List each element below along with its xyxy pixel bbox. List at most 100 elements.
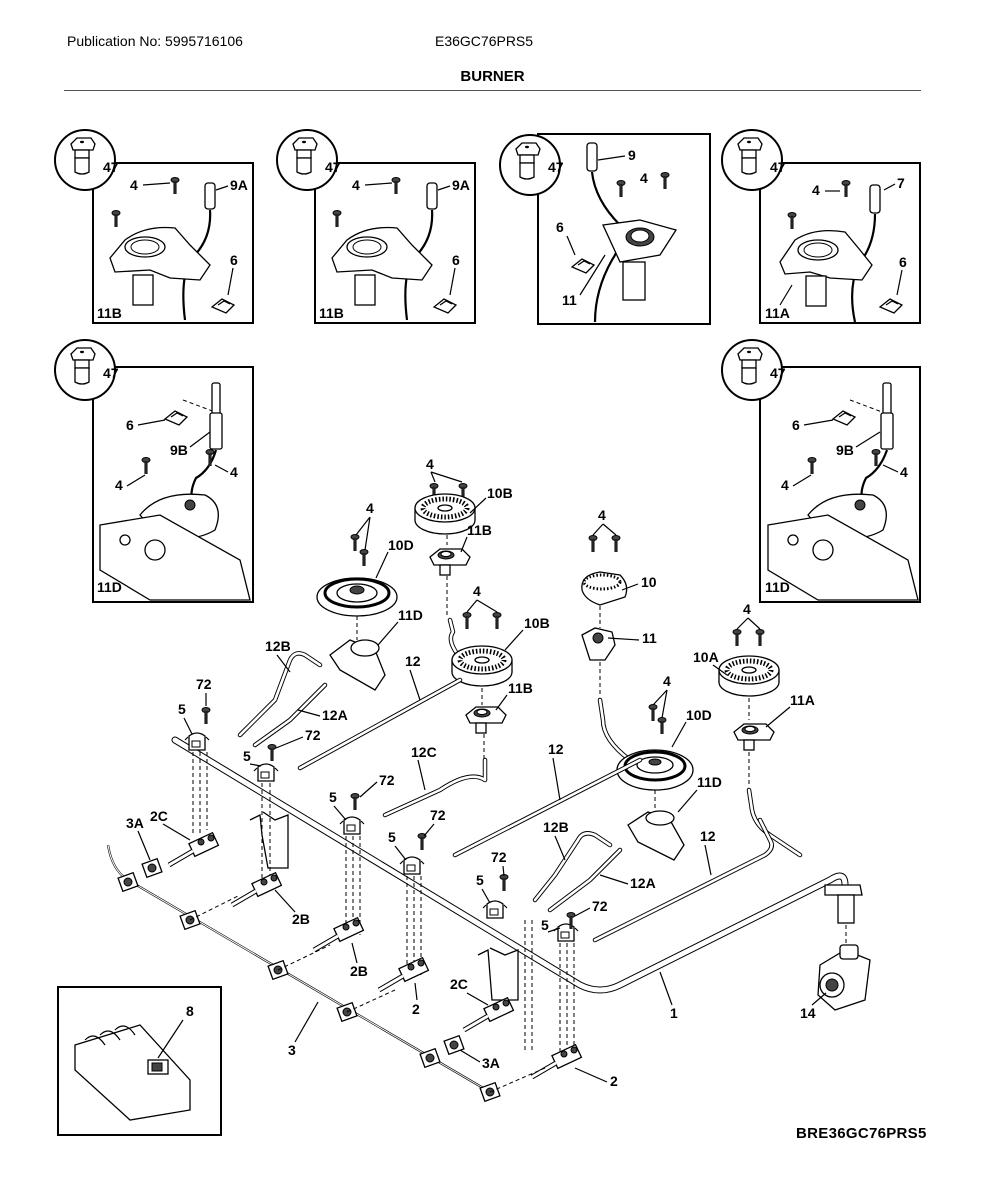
callout-3: 3 (288, 1042, 296, 1058)
callout-4: 4 (663, 673, 671, 689)
callout-4: 4 (352, 177, 360, 193)
callout-47: 47 (770, 159, 786, 175)
callout-1: 1 (670, 1005, 678, 1021)
callout-4: 4 (640, 170, 648, 186)
callout-4: 4 (900, 464, 908, 480)
callout-5: 5 (541, 917, 549, 933)
inset-burner-11b-left: 47 4 9A 6 11B (54, 129, 254, 324)
callout-10d: 10D (388, 537, 414, 553)
inset-burner-11d-left: 47 6 9B 4 4 11D (54, 339, 254, 603)
callout-5: 5 (178, 701, 186, 717)
burner-10b-top-group: 4 10B 11B (415, 456, 513, 615)
callout-12b: 12B (543, 819, 569, 835)
callout-11d: 11D (398, 607, 423, 623)
callout-47: 47 (103, 365, 119, 381)
callout-10: 10 (641, 574, 657, 590)
callout-72: 72 (305, 727, 321, 743)
callout-11b: 11B (319, 305, 344, 321)
callout-4: 4 (812, 182, 820, 198)
manifold-pipe: 1 (171, 736, 863, 1021)
callout-7: 7 (897, 175, 905, 191)
callout-72: 72 (491, 849, 507, 865)
callout-6: 6 (556, 219, 564, 235)
callout-11a: 11A (790, 692, 815, 708)
callout-10b: 10B (487, 485, 513, 501)
callout-2b: 2B (292, 911, 310, 927)
callout-72: 72 (379, 772, 395, 788)
inset-burner-11b-mid: 47 4 9A 6 11B (276, 129, 476, 324)
callout-4: 4 (473, 583, 481, 599)
callout-72: 72 (196, 676, 212, 692)
inset-spark-module: 8 (57, 986, 222, 1136)
mounting-bracket (249, 811, 289, 869)
callout-4: 4 (230, 464, 238, 480)
callout-12a: 12A (630, 875, 656, 891)
callout-9b: 9B (836, 442, 854, 458)
callout-9a: 9A (452, 177, 470, 193)
burner-10d-left-group: 4 10D 11D (316, 500, 423, 691)
mounting-bracket (477, 947, 519, 1001)
callout-5: 5 (388, 829, 396, 845)
callout-9: 9 (628, 147, 636, 163)
callout-4: 4 (781, 477, 789, 493)
callout-4: 4 (743, 601, 751, 617)
callout-47: 47 (548, 159, 564, 175)
callout-5: 5 (243, 748, 251, 764)
callout-5: 5 (476, 872, 484, 888)
model-number: E36GC76PRS5 (435, 33, 534, 49)
callout-11d: 11D (697, 774, 722, 790)
callout-3a: 3A (126, 815, 144, 831)
burner-10-group: 4 10 11 (581, 507, 663, 773)
inset-burner-11d-right: 47 6 9B 4 4 11D (721, 339, 921, 603)
callout-12: 12 (700, 828, 716, 844)
header-divider (64, 90, 921, 91)
callout-5: 5 (329, 789, 337, 805)
callout-47: 47 (325, 159, 341, 175)
callout-2b: 2B (350, 963, 368, 979)
callout-2: 2 (610, 1073, 618, 1089)
callout-2: 2 (412, 1001, 420, 1017)
inset-burner-11: 47 9 4 6 11 (499, 133, 711, 325)
callout-10a: 10A (693, 649, 719, 665)
callout-11d: 11D (765, 579, 790, 595)
callout-8: 8 (186, 1003, 194, 1019)
callout-12c: 12C (411, 744, 437, 760)
publication-number: Publication No: 5995716106 (67, 33, 243, 49)
callout-9b: 9B (170, 442, 188, 458)
callout-12a: 12A (322, 707, 348, 723)
callout-3a: 3A (482, 1055, 500, 1071)
callout-11b: 11B (467, 522, 492, 538)
burner-10b-mid-group: 4 10B 11B (447, 583, 550, 765)
callout-6: 6 (792, 417, 800, 433)
callout-12: 12 (405, 653, 421, 669)
section-title: BURNER (460, 68, 525, 85)
burner-10d-right-group: 4 10D 11D (616, 673, 722, 861)
callout-4: 4 (426, 456, 434, 472)
callout-12b: 12B (265, 638, 291, 654)
valves: 2C 2B 2B 2 2C 2 (150, 808, 618, 1089)
callout-6: 6 (899, 254, 907, 270)
callout-6: 6 (230, 252, 238, 268)
callout-10b: 10B (524, 615, 550, 631)
callout-4: 4 (130, 177, 138, 193)
callout-9a: 9A (230, 177, 248, 193)
callout-72: 72 (430, 807, 446, 823)
inset-burner-11a: 47 4 7 6 11A (721, 129, 921, 324)
callout-6: 6 (126, 417, 134, 433)
callout-11a: 11A (765, 305, 790, 321)
callout-11: 11 (642, 630, 657, 646)
callout-11b: 11B (97, 305, 122, 321)
callout-11: 11 (562, 292, 577, 308)
callout-10d: 10D (686, 707, 712, 723)
igniter-harness: 3 3A 3A (106, 815, 546, 1102)
gas-tubes: 12B 12A 12 12C 12 12B 12A 12 (237, 638, 774, 943)
callout-4: 4 (598, 507, 606, 523)
clamps-and-screws: 5 72 5 72 5 72 5 72 5 72 5 (178, 676, 608, 1060)
callout-47: 47 (770, 365, 786, 381)
callout-12: 12 (548, 741, 564, 757)
callout-4: 4 (366, 500, 374, 516)
callout-47: 47 (103, 159, 119, 175)
callout-6: 6 (452, 252, 460, 268)
callout-2c: 2C (150, 808, 168, 824)
